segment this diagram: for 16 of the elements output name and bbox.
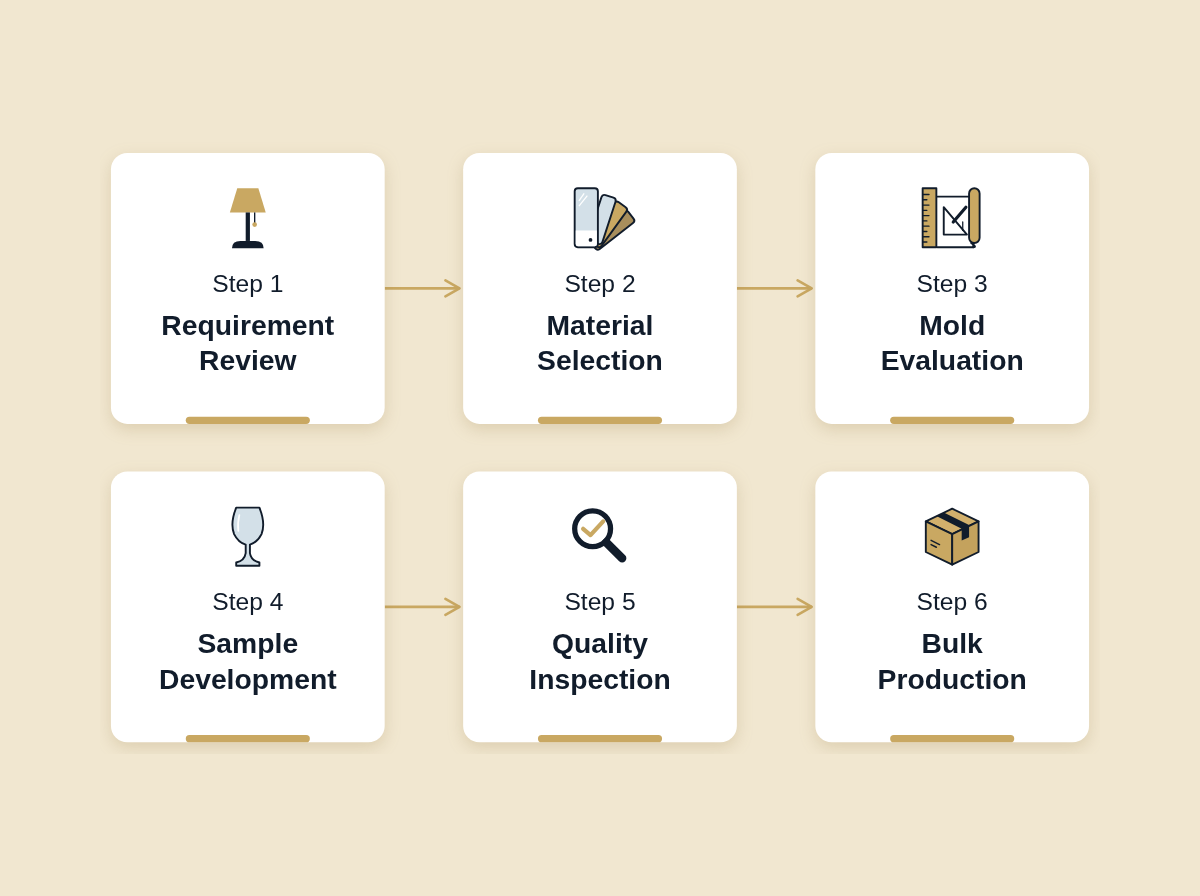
step-number: Step 6 xyxy=(916,587,988,618)
step-number: Step 4 xyxy=(212,587,284,618)
arrow xyxy=(736,279,813,299)
step-title: Sample Development xyxy=(159,627,337,696)
step-title: Material Selection xyxy=(537,309,663,377)
step-number: Step 5 xyxy=(564,587,636,618)
step-title: Quality Inspection xyxy=(529,627,671,696)
arrow xyxy=(736,597,813,617)
step-title: Requirement Review xyxy=(161,309,335,377)
step-number: Step 3 xyxy=(916,269,988,300)
arrow xyxy=(384,279,461,299)
step-number: Step 2 xyxy=(564,269,636,300)
step-title: Mold Evaluation xyxy=(880,309,1024,377)
arrow xyxy=(384,597,461,617)
step-title: Bulk Production xyxy=(877,627,1027,696)
step-number: Step 1 xyxy=(212,269,284,300)
